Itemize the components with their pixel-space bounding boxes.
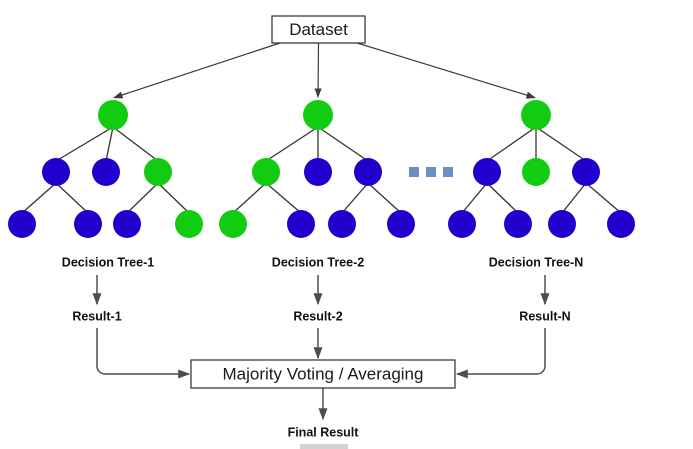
dataset-box	[271, 15, 366, 44]
tree-edge	[112, 126, 159, 162]
result-label: Result-N	[519, 309, 570, 323]
tree-label: Decision Tree-2	[272, 255, 364, 269]
tree-node-root	[521, 100, 551, 130]
tree-node-internal	[473, 158, 501, 186]
tree-node-root	[303, 100, 333, 130]
tree-node-leaf	[74, 210, 102, 238]
tree-node-internal	[572, 158, 600, 186]
tree-edges-layer	[21, 126, 622, 214]
tree-edge	[126, 182, 159, 214]
tree-node-leaf	[219, 210, 247, 238]
ellipsis-dot	[426, 167, 436, 177]
tree-edge	[265, 182, 302, 214]
tree-edge	[341, 182, 369, 214]
tree-edge	[486, 182, 519, 214]
tree-nodes-layer	[8, 100, 635, 238]
tree-label: Decision Tree-1	[62, 255, 154, 269]
dataset-edges-layer	[113, 42, 536, 99]
tree-node-leaf	[8, 210, 36, 238]
tree-node-leaf	[548, 210, 576, 238]
tree-node-leaf	[113, 210, 141, 238]
tree-edge	[105, 126, 114, 162]
tree-edge	[367, 182, 402, 214]
tree-edge	[561, 182, 587, 214]
tree-node-leaf	[448, 210, 476, 238]
ellipsis-layer	[409, 167, 453, 177]
tree-edge	[232, 182, 267, 214]
dataset-label: Dataset	[289, 20, 348, 39]
tree-edge	[461, 182, 488, 214]
flow-edges-layer	[92, 275, 550, 421]
result-to-aggregator-arrow	[455, 328, 546, 379]
tree-node-internal	[354, 158, 382, 186]
tree-edge	[265, 126, 319, 162]
tree-edge	[55, 182, 89, 214]
result-label: Result-1	[72, 309, 121, 323]
dataset-to-root-edge	[113, 42, 281, 99]
tree-edge	[55, 126, 114, 162]
tree-label: Decision Tree-N	[489, 255, 583, 269]
tree-node-leaf	[607, 210, 635, 238]
tree-edge	[157, 182, 190, 214]
aggregator-box	[190, 359, 456, 389]
tree-node-internal	[92, 158, 120, 186]
tree-edge	[585, 182, 622, 214]
tree-node-leaf	[328, 210, 356, 238]
tree-node-internal	[42, 158, 70, 186]
tree-node-internal	[144, 158, 172, 186]
ellipsis-dot	[443, 167, 453, 177]
tree-node-internal	[304, 158, 332, 186]
tree-edge	[21, 182, 57, 214]
tree-node-root	[98, 100, 128, 130]
dataset-to-root-edge	[356, 42, 536, 99]
tree-edge	[535, 126, 587, 162]
tree-node-internal	[522, 158, 550, 186]
result-to-aggregator-arrow	[96, 328, 191, 379]
tree-node-leaf	[287, 210, 315, 238]
tree-node-leaf	[504, 210, 532, 238]
result-label: Result-2	[293, 309, 342, 323]
ellipsis-dot	[409, 167, 419, 177]
footer-bar	[300, 444, 348, 449]
tree-node-leaf	[387, 210, 415, 238]
tree-node-leaf	[175, 210, 203, 238]
tree-node-internal	[252, 158, 280, 186]
aggregator-label: Majority Voting / Averaging	[223, 364, 424, 383]
final-result-label: Final Result	[288, 425, 360, 439]
tree-edge	[486, 126, 537, 162]
tree-edge	[317, 126, 369, 162]
